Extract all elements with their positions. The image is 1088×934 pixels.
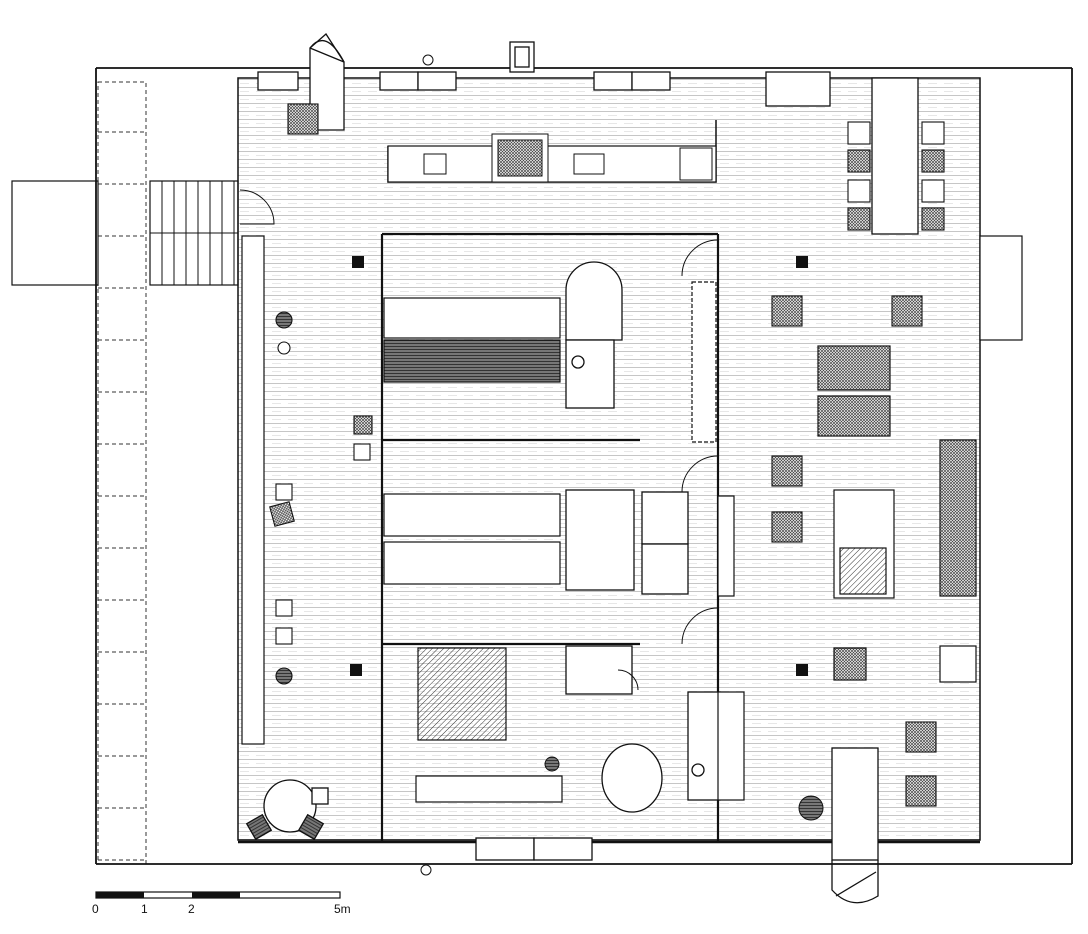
door-swings (617, 239, 719, 691)
exterior-deck (97, 81, 147, 865)
scale-bar: 0 1 2 5m (92, 891, 351, 916)
wood-stove (544, 756, 560, 772)
partition-cabinets (691, 281, 745, 801)
scale-label-1: 1 (141, 902, 148, 916)
dining-chairs (847, 121, 945, 231)
armchair (771, 455, 803, 487)
dining-chair (847, 121, 871, 145)
scale-label-0: 0 (92, 902, 99, 916)
vent-circle (420, 864, 432, 876)
dining-chair (921, 121, 945, 145)
dining-chair (847, 149, 871, 173)
entry-door-swing (239, 189, 275, 225)
dining-chair (847, 179, 871, 203)
wood-stove (798, 795, 824, 821)
bath-blocks (565, 261, 721, 813)
vent-circle (422, 54, 434, 66)
stove-chimney-bottom (831, 747, 879, 904)
armchair (905, 721, 937, 753)
armchair (771, 295, 803, 327)
dining-chair (921, 149, 945, 173)
armchair (905, 775, 937, 807)
kitchen-counter (387, 120, 717, 183)
outer-outline (95, 67, 1073, 865)
scale-label-2: 2 (188, 902, 195, 916)
bed-blocks (383, 297, 563, 803)
armchair (891, 295, 923, 327)
entry-stairs (11, 180, 239, 286)
right-column (871, 77, 919, 235)
bottom-windows (475, 837, 593, 861)
stools-left (269, 311, 373, 685)
left-cabinet (241, 235, 265, 745)
living-chairs (287, 103, 937, 807)
round-table (245, 779, 329, 841)
dining-chair (921, 207, 945, 231)
dining-chair (921, 179, 945, 203)
dining-chair (847, 207, 871, 231)
top-windows (257, 41, 831, 107)
structural-posts (350, 256, 808, 676)
armchair (287, 103, 319, 135)
right-window-bay (979, 235, 1023, 341)
armchair (771, 511, 803, 543)
living-tables (817, 345, 977, 683)
scale-label-5m: 5m (334, 902, 351, 916)
